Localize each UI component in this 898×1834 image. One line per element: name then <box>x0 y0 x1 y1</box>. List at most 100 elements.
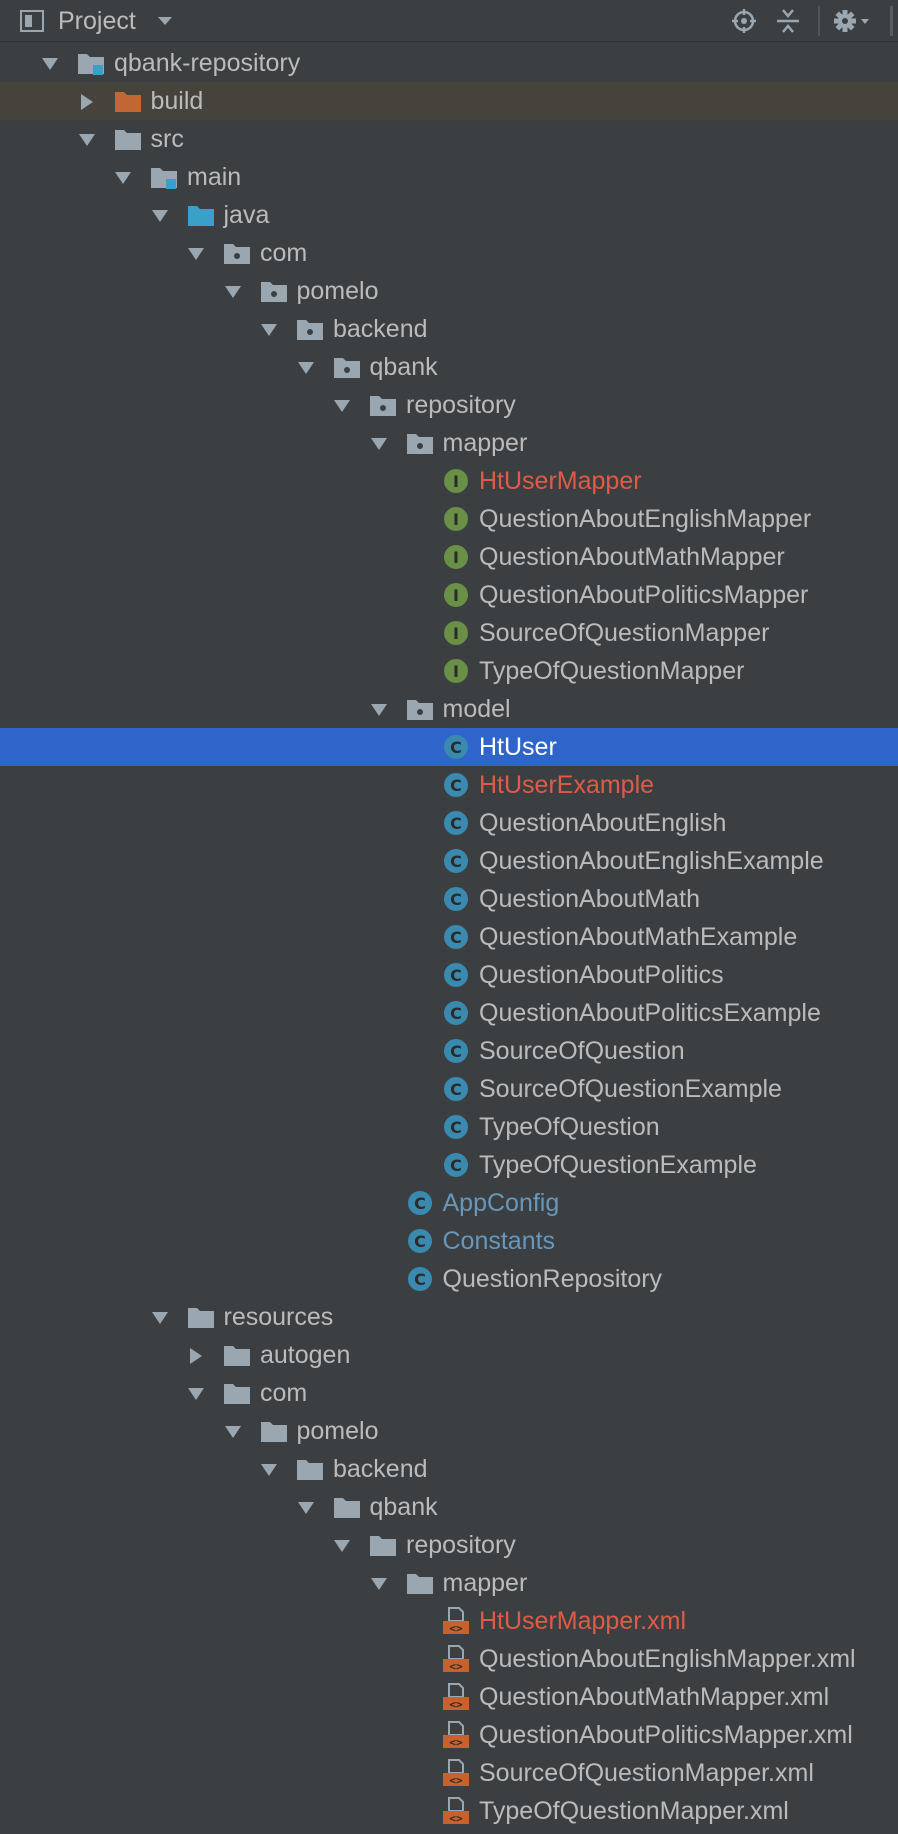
svg-text:C: C <box>450 1042 462 1061</box>
package-icon <box>370 396 396 416</box>
tool-window-title[interactable]: Project <box>58 7 136 35</box>
tree-row[interactable]: <>QuestionAboutMathMapper.xml <box>0 1678 898 1716</box>
collapsed-arrow-icon[interactable] <box>186 1348 206 1364</box>
tree-row[interactable]: qbank <box>0 348 898 386</box>
tree-row[interactable]: build <box>0 82 898 120</box>
svg-text:C: C <box>450 852 462 871</box>
collapsed-arrow-icon[interactable] <box>77 94 97 110</box>
tree-item-label: qbank-repository <box>114 49 301 77</box>
svg-text:C: C <box>450 1118 462 1137</box>
tree-item-label: QuestionAboutEnglish <box>479 809 727 837</box>
tree-row[interactable]: <>SourceOfQuestionMapper.xml <box>0 1754 898 1792</box>
expanded-arrow-icon[interactable] <box>369 436 389 452</box>
expanded-arrow-icon[interactable] <box>259 1462 279 1478</box>
tree-row[interactable]: <>QuestionAboutPoliticsMapper.xml <box>0 1716 898 1754</box>
expanded-arrow-icon[interactable] <box>113 170 133 186</box>
collapse-all-icon[interactable] <box>774 7 802 35</box>
tree-row[interactable]: model <box>0 690 898 728</box>
tree-row[interactable]: com <box>0 234 898 272</box>
tree-row[interactable]: qbank <box>0 1488 898 1526</box>
svg-text:I: I <box>453 662 459 681</box>
expanded-arrow-icon[interactable] <box>296 360 316 376</box>
class-icon: C <box>407 1191 432 1215</box>
tree-item-label: backend <box>333 315 428 343</box>
locate-target-icon[interactable] <box>730 7 758 35</box>
tree-row[interactable]: pomelo <box>0 272 898 310</box>
xml-file-icon: <> <box>443 1721 469 1749</box>
expanded-arrow-icon[interactable] <box>223 1424 243 1440</box>
tree-item-label: TypeOfQuestionExample <box>479 1151 757 1179</box>
expanded-arrow-icon[interactable] <box>296 1500 316 1516</box>
tree-row[interactable]: <>HtUserMapper.xml <box>0 1602 898 1640</box>
tree-row[interactable]: <>QuestionAboutEnglishMapper.xml <box>0 1640 898 1678</box>
tree-item-label: main <box>187 163 242 191</box>
tree-row[interactable]: backend <box>0 1450 898 1488</box>
class-icon: C <box>444 1077 468 1101</box>
expanded-arrow-icon[interactable] <box>332 1538 352 1554</box>
expanded-arrow-icon[interactable] <box>259 322 279 338</box>
tree-row[interactable]: resources <box>0 1298 898 1336</box>
tree-item-label: model <box>442 695 511 723</box>
tree-row[interactable]: mapper <box>0 424 898 462</box>
tree-row[interactable]: src <box>0 120 898 158</box>
expanded-arrow-icon[interactable] <box>150 1310 170 1326</box>
expanded-arrow-icon[interactable] <box>186 1386 206 1402</box>
expanded-arrow-icon[interactable] <box>332 398 352 414</box>
tree-item-label: QuestionAboutEnglishMapper.xml <box>479 1645 856 1673</box>
tree-row[interactable]: com <box>0 1374 898 1412</box>
expanded-arrow-icon[interactable] <box>40 56 60 72</box>
expanded-arrow-icon[interactable] <box>77 132 97 148</box>
tree-row[interactable]: <>TypeOfQuestionMapper.xml <box>0 1792 898 1830</box>
build-folder-icon <box>114 92 141 112</box>
expanded-arrow-icon[interactable] <box>186 246 206 262</box>
gear-icon[interactable] <box>832 7 872 35</box>
interface-icon: I <box>444 621 468 645</box>
tree-row[interactable]: backend <box>0 310 898 348</box>
dropdown-arrow-icon[interactable] <box>156 14 174 28</box>
expanded-arrow-icon[interactable] <box>369 702 389 718</box>
folder-icon <box>260 1422 287 1442</box>
expanded-arrow-icon[interactable] <box>150 208 170 224</box>
tree-item-label: QuestionAboutMathMapper <box>479 543 785 571</box>
tree-row[interactable]: pomelo <box>0 1412 898 1450</box>
tree-row[interactable]: repository <box>0 1526 898 1564</box>
tree-item-label: QuestionRepository <box>442 1265 663 1293</box>
expanded-arrow-icon[interactable] <box>223 284 243 300</box>
tree-row[interactable]: main <box>0 158 898 196</box>
tree-row[interactable]: autogen <box>0 1336 898 1374</box>
toolbar-edge <box>890 6 893 36</box>
expanded-arrow-icon[interactable] <box>369 1576 389 1592</box>
tree-item-label: autogen <box>260 1341 351 1369</box>
svg-text:I: I <box>453 510 459 529</box>
xml-file-icon: <> <box>443 1759 469 1787</box>
tree-row[interactable]: repository <box>0 386 898 424</box>
svg-text:C: C <box>450 1004 462 1023</box>
package-icon <box>333 358 360 378</box>
tree-row[interactable]: qbank-repository <box>0 44 898 82</box>
tree-row[interactable]: java <box>0 196 898 234</box>
svg-text:C: C <box>414 1232 426 1251</box>
tree-row[interactable]: mapper <box>0 1564 898 1602</box>
